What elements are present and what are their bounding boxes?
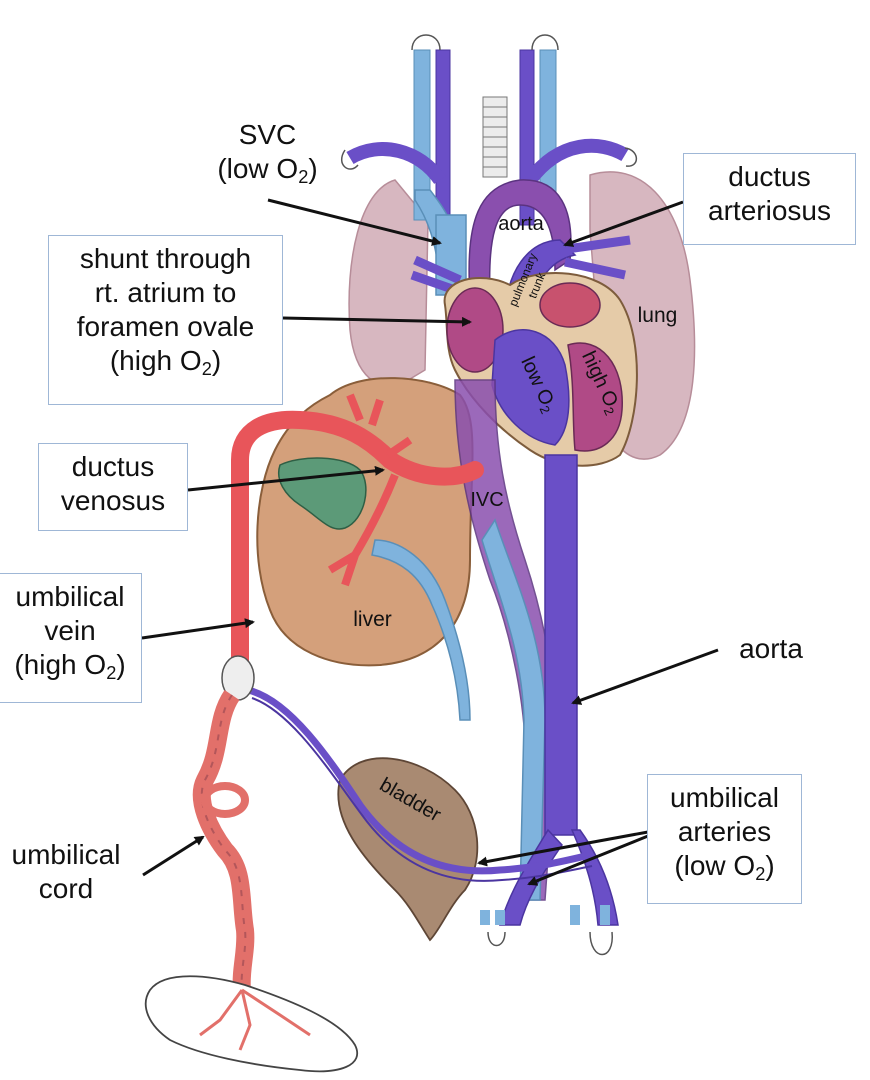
liver-label: liver [353,608,392,631]
aorta-right-label: aorta [739,633,803,664]
arrow-umbilical-arteries-1 [477,830,649,867]
arrow-svc [267,198,442,246]
left-atrium [539,282,601,328]
arrow-shunt [282,316,472,327]
right-atrium [446,287,504,373]
aorta-heart-label: aorta [498,213,544,235]
lung-label: lung [637,304,678,327]
arrow-aorta [571,648,719,705]
ductus-venosus-vessel [231,410,484,689]
portal-vein [371,539,471,721]
right-ventricle [491,329,570,446]
left-jugular-vein [413,49,431,221]
placenta [144,975,358,1073]
ductus-venosus-label: ductus venosus [38,443,188,531]
arrow-ductus-venosus [187,465,385,492]
umbilical-cord-label: umbilical cord [11,839,121,905]
pointer-arrows [141,198,719,886]
ivc-label: IVC [470,489,504,511]
umbilical-arteries-vessel [247,686,591,875]
shunt-label: shunt through rt. atrium to foramen oval… [48,235,283,405]
descending-aorta [544,454,578,836]
gallbladder [278,457,367,530]
svc-label: SVC (low O2) [217,119,318,188]
arrow-umbilical-arteries-2 [527,834,649,886]
arrow-ductus-arteriosus [563,200,684,247]
arrow-umbilical-vein [141,618,255,640]
umbilical-vein-label: umbilical vein (high O2) [0,573,142,703]
umbilical-arteries-label: umbilical arteries (low O2) [647,774,802,904]
umbilical-cord-vessel [192,689,255,991]
left-ventricle [567,342,623,452]
right-subclavian-vessels [524,138,629,185]
left-subclavian-vessels [346,142,446,185]
arrow-umbilical-cord [142,835,205,877]
ductus-arteriosus-label: ductus arteriosus [683,153,856,245]
